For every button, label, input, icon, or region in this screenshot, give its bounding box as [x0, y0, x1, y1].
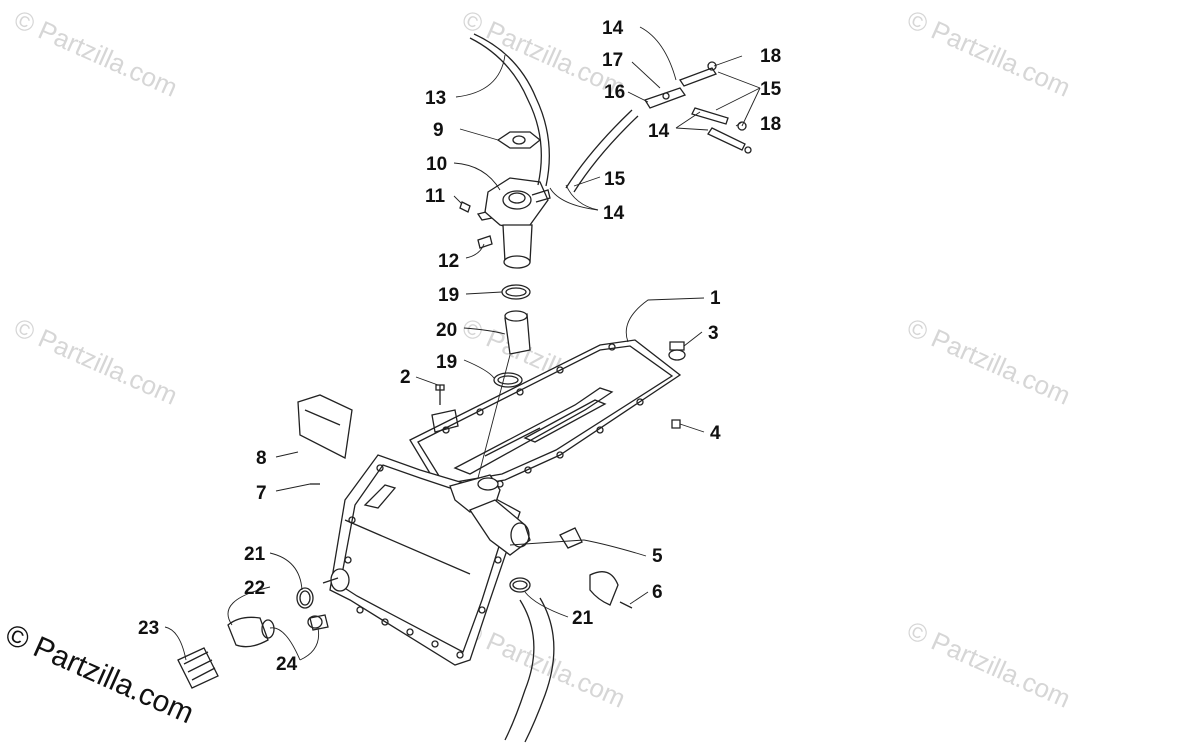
connect-line	[477, 354, 511, 479]
part-19-clamp-upper	[501, 284, 531, 300]
callout-15: 15	[760, 79, 782, 100]
callout-24: 24	[276, 654, 298, 675]
part-8-pad	[297, 394, 353, 459]
part-16-17-18-fittings	[644, 61, 752, 154]
callout-8: 8	[256, 448, 267, 469]
part-10-filler-neck	[476, 177, 551, 269]
callout-17: 17	[602, 50, 623, 71]
part-11-screw	[459, 201, 471, 213]
part-19-clamp-lower	[493, 372, 523, 388]
callout-14: 14	[648, 121, 670, 142]
callout-22: 22	[244, 578, 265, 599]
part-24-fitting	[307, 614, 329, 631]
callout-18: 18	[760, 46, 781, 67]
part-21-clamp-right	[509, 577, 531, 593]
callout-6: 6	[652, 582, 663, 603]
callout-5: 5	[652, 546, 663, 567]
part-20-hose	[504, 310, 531, 355]
part-1-cover-plate	[409, 339, 682, 491]
callout-1: 1	[710, 288, 721, 309]
part-2-screw	[431, 384, 459, 433]
part-12-screw	[477, 235, 493, 249]
part-lower-hose	[504, 597, 555, 743]
callout-13: 13	[425, 88, 446, 109]
callout-9: 9	[433, 120, 444, 141]
leader-lines	[164, 26, 761, 661]
callout-14: 14	[602, 18, 624, 39]
part-22-hose	[227, 616, 275, 648]
callout-15: 15	[604, 169, 626, 190]
part-inlet-stub	[322, 568, 350, 592]
callout-23: 23	[138, 618, 159, 639]
part-23-coupler	[177, 647, 219, 689]
part-outlet-neck	[449, 474, 531, 556]
part-6-bracket	[589, 571, 633, 609]
callout-11: 11	[425, 186, 446, 207]
callout-10: 10	[426, 154, 447, 175]
part-3-grommet	[668, 341, 686, 361]
part-5-bracket	[559, 527, 583, 549]
part-15-vent-hose	[565, 109, 639, 193]
part-9-gasket	[496, 131, 542, 149]
callout-16: 16	[604, 82, 625, 103]
callout-7: 7	[256, 483, 267, 504]
callout-4: 4	[710, 423, 721, 444]
callout-18: 18	[760, 114, 781, 135]
callouts: 14 18 17 15 13 16 14 18 9 10 15 11 14 12…	[138, 18, 782, 675]
callout-21: 21	[572, 608, 594, 629]
callout-14: 14	[603, 203, 625, 224]
callout-3: 3	[708, 323, 719, 344]
callout-12: 12	[438, 251, 459, 272]
callout-19: 19	[436, 352, 457, 373]
part-13-overflow-hose	[469, 33, 550, 187]
callout-19: 19	[438, 285, 459, 306]
part-21-clamp-left	[296, 587, 314, 609]
callout-20: 20	[436, 320, 457, 341]
callout-21: 21	[244, 544, 266, 565]
callout-2: 2	[400, 367, 411, 388]
part-4-screw	[671, 419, 681, 429]
